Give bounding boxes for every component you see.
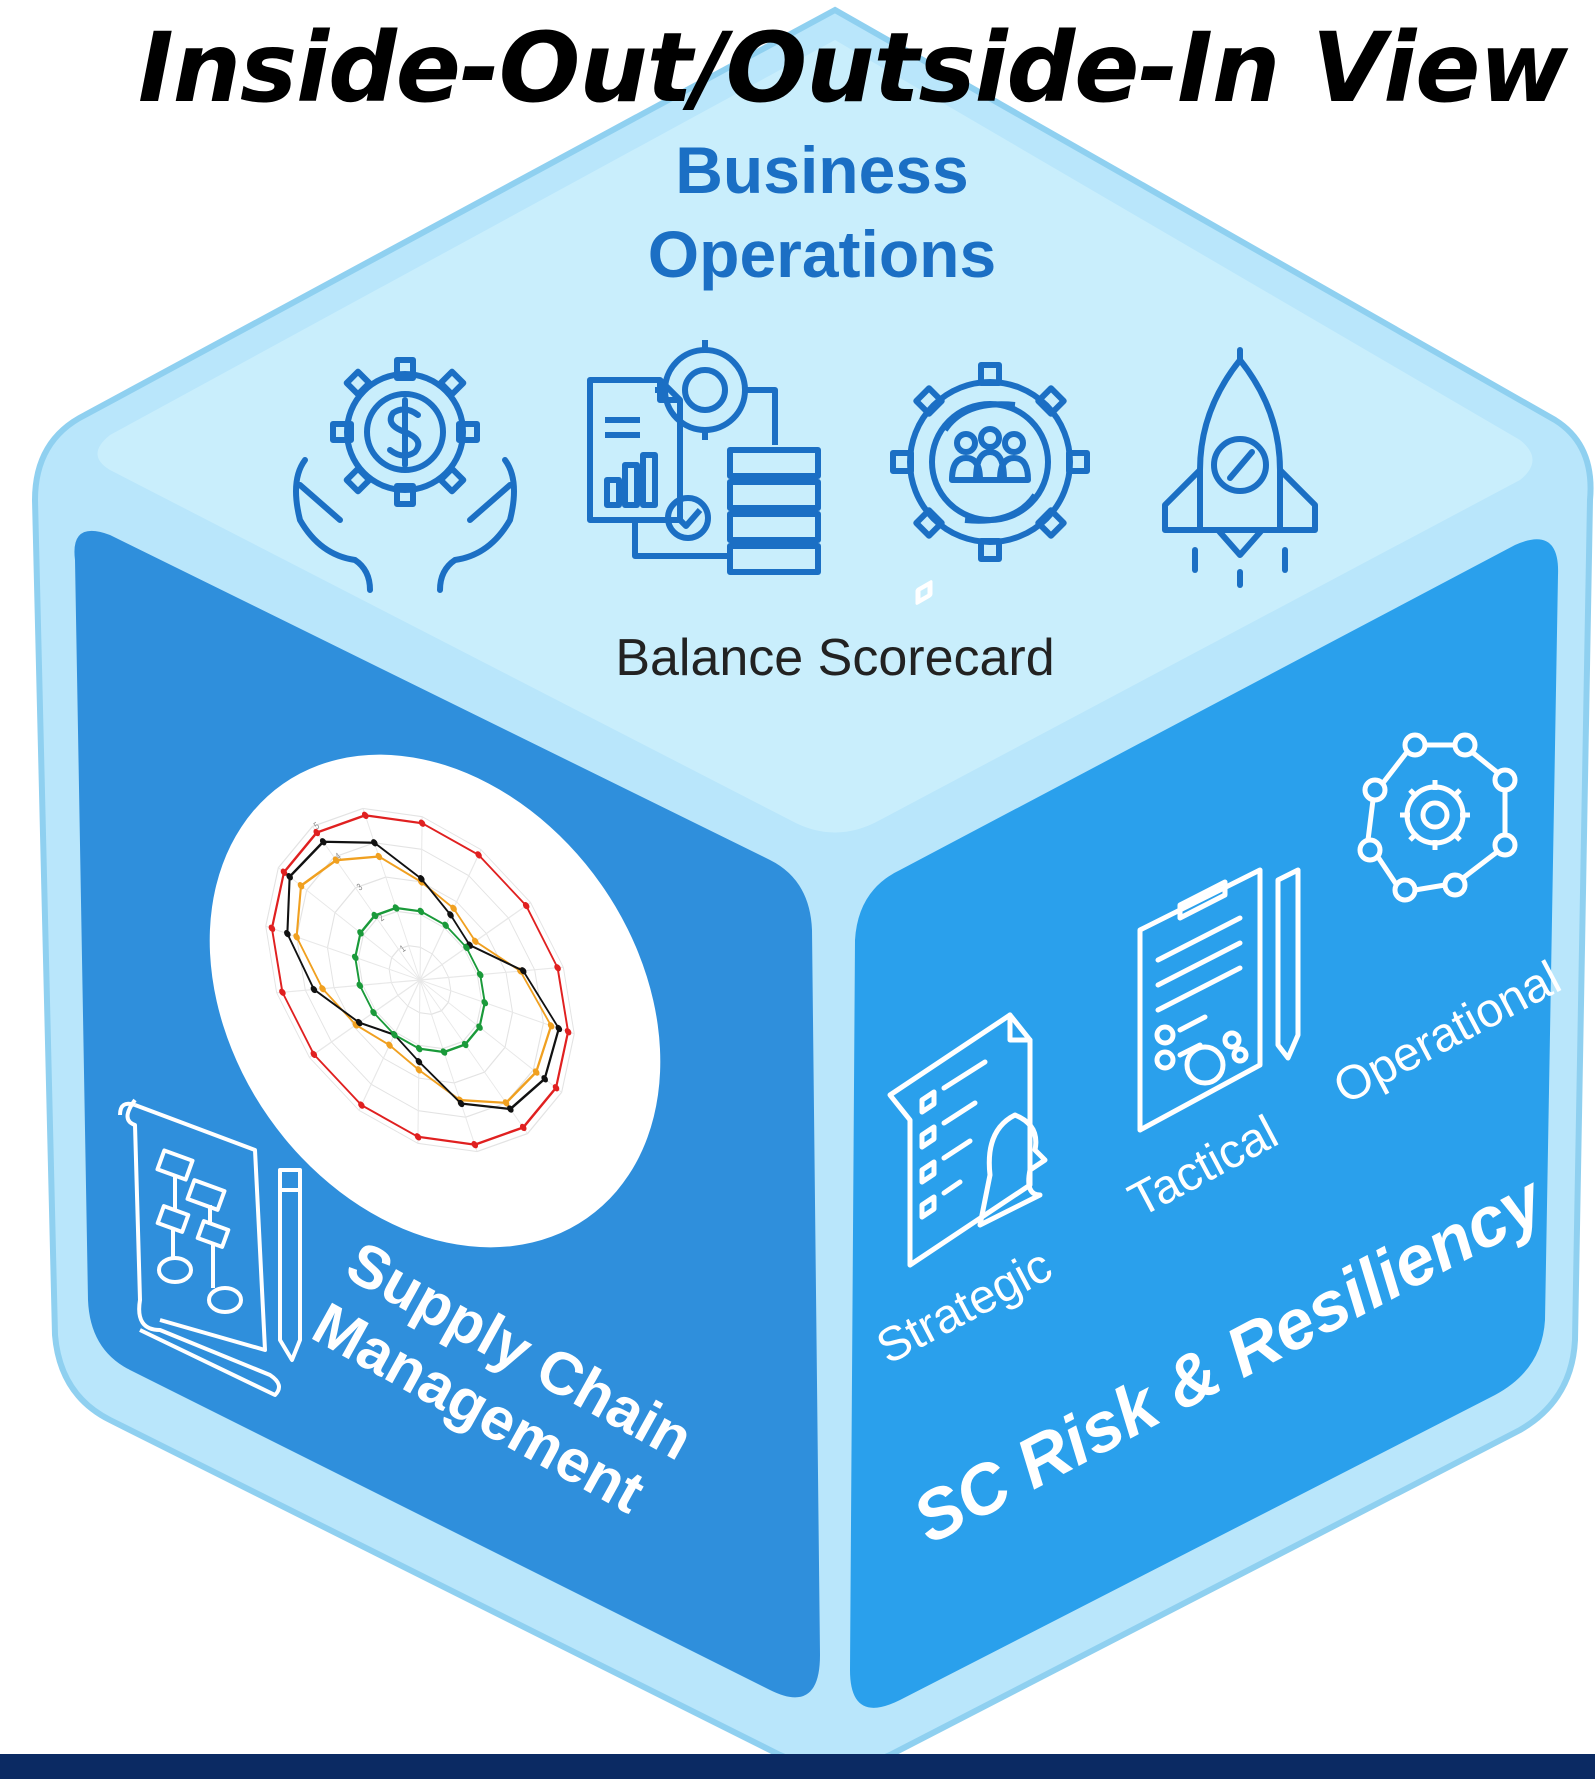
radar-series-point — [541, 1075, 548, 1083]
radar-series-point — [392, 904, 400, 912]
radar-series-point — [371, 839, 378, 847]
rocket-gauge-icon — [1162, 347, 1318, 588]
radar-series-point — [507, 1105, 514, 1113]
radar-series-point — [442, 921, 449, 929]
radar-series-point — [297, 882, 305, 890]
radar-series-point — [457, 1099, 465, 1108]
radar-series-point — [472, 937, 479, 945]
radar-series-point — [475, 851, 482, 859]
radar-series-point — [414, 1133, 422, 1141]
radar-series-point — [461, 1040, 469, 1049]
radar-series-point — [355, 1018, 363, 1027]
radar-series-point — [564, 1028, 572, 1036]
gear-network-icon — [1357, 732, 1518, 903]
radar-chart-icon: 5 4 3 2 1 — [265, 807, 575, 1153]
radar-series-point — [351, 953, 359, 962]
radar-ring-label: 2 — [376, 912, 386, 924]
hands-dollar-gear-icon — [293, 357, 517, 593]
radar-ring-label: 4 — [333, 850, 343, 862]
radar-series-point — [371, 911, 379, 920]
radar-series-point — [386, 1041, 393, 1049]
radar-series-point — [319, 985, 326, 993]
radar-series-point — [332, 856, 340, 864]
radar-series-point — [319, 838, 327, 846]
radar-series-point — [440, 1048, 448, 1056]
radar-series-point — [293, 933, 300, 941]
radar-ring-label: 1 — [398, 942, 408, 954]
radar-spoke — [419, 966, 564, 981]
top-face — [97, 40, 1533, 833]
radar-series-point — [547, 1022, 555, 1030]
operations-heading: Operations — [648, 217, 996, 291]
radar-series-point — [552, 1084, 560, 1092]
radar-series-point — [357, 929, 364, 937]
balance-scorecard-caption: Balance Scorecard — [615, 629, 1054, 687]
radar-spoke — [276, 979, 421, 994]
radar-spoke — [265, 925, 421, 981]
radar-series-point — [519, 967, 527, 975]
radar-ring-label: 5 — [312, 820, 322, 832]
radar-spoke — [419, 816, 423, 981]
radar-series-point — [450, 904, 457, 912]
radar-series-point — [280, 868, 288, 876]
radar-series-point — [418, 875, 425, 883]
business-heading: Business — [675, 133, 968, 207]
radar-series-point — [286, 873, 293, 881]
radar-series-point — [370, 1008, 377, 1017]
clipboard-pen-icon — [1137, 867, 1301, 1133]
radar-series-point — [310, 1050, 318, 1059]
radar-series-point — [375, 852, 383, 861]
radar-series-point — [502, 1099, 510, 1107]
right-face — [850, 539, 1559, 1708]
radar-spoke — [312, 826, 421, 981]
radar-series-point — [356, 981, 364, 990]
radar-series-point — [361, 811, 369, 819]
radar-series-point — [476, 1023, 483, 1031]
radar-spoke — [419, 979, 478, 1152]
radar-series-point — [268, 924, 276, 932]
radar-spoke — [362, 808, 421, 981]
checklist-chess-knight-icon — [887, 580, 1048, 1268]
radar-series-point — [284, 930, 291, 938]
radar-series-point — [418, 819, 426, 827]
radar-series-point — [313, 828, 321, 837]
radar-spoke — [309, 979, 421, 1058]
radar-series-point — [463, 943, 470, 952]
radar-series-point — [415, 1058, 423, 1066]
flowchart-blueprint-icon — [118, 1098, 302, 1397]
radar-series-point — [447, 911, 454, 919]
radar-series-point — [554, 964, 561, 972]
radar-series-point — [555, 1024, 563, 1033]
radar-series-point — [481, 998, 489, 1007]
radar-series-point — [391, 1031, 398, 1039]
radar-series-point — [476, 970, 484, 979]
radar-series-point — [279, 988, 286, 996]
gear-team-cycle-icon — [890, 362, 1090, 562]
radar-series-point — [532, 1068, 540, 1076]
radar-series-point — [519, 1123, 527, 1132]
report-gear-server-icon — [587, 340, 821, 575]
radar-series-point — [417, 907, 425, 916]
radar-series-point — [522, 901, 530, 910]
bottom-bar — [0, 1754, 1595, 1779]
radar-series-point — [415, 1066, 423, 1074]
page-title: Inside-Out/Outside-In View — [137, 12, 1568, 124]
radar-series-point — [310, 985, 318, 994]
radar-series-point — [471, 1141, 479, 1149]
radar-series-point — [358, 1101, 365, 1109]
radar-ring-label: 3 — [355, 881, 365, 893]
radar-series-point — [415, 1044, 423, 1053]
